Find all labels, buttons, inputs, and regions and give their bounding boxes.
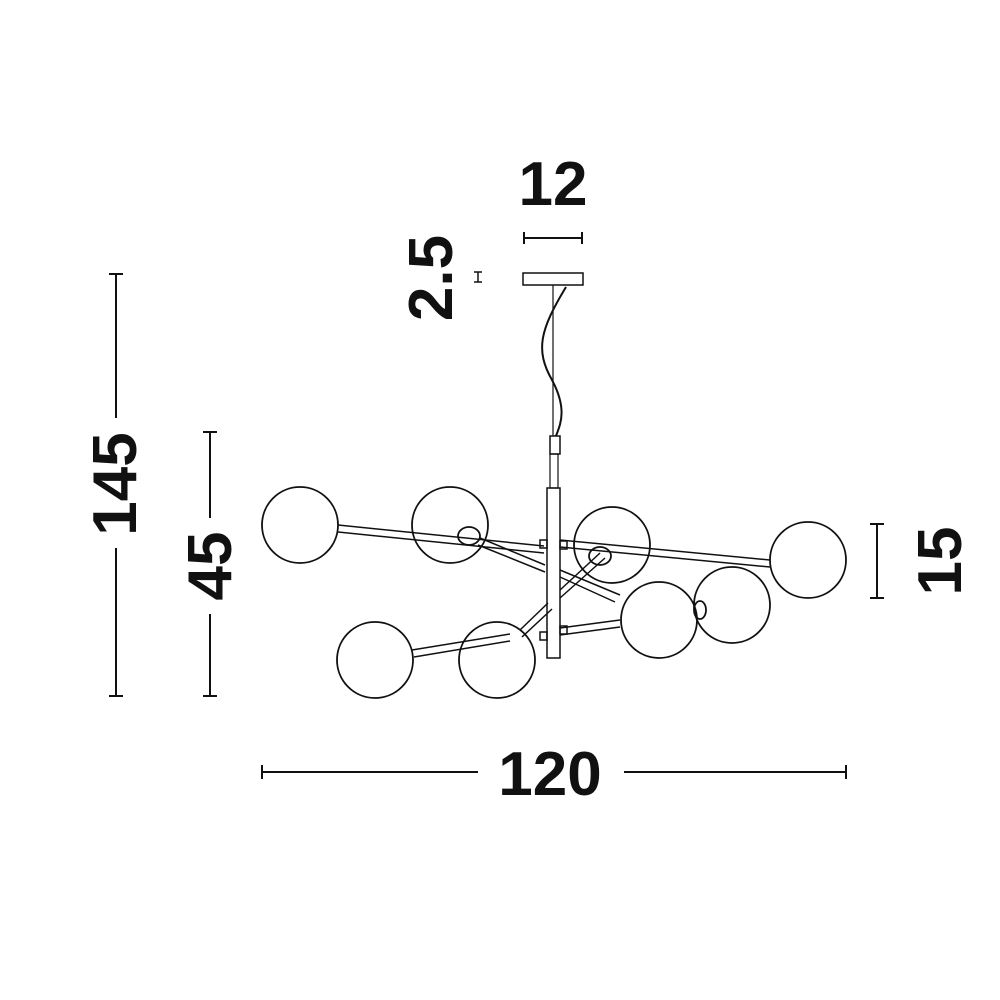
dim-line-body-height <box>203 431 217 697</box>
central-stem <box>546 487 561 659</box>
globes <box>261 486 847 699</box>
label-canopy-height: 2.5 <box>397 235 466 321</box>
globe-1 <box>261 486 339 564</box>
dim-line-overall-width <box>261 765 847 779</box>
arms <box>337 524 771 658</box>
globe-8 <box>458 621 536 699</box>
globe-4 <box>769 521 847 599</box>
label-globe-diameter: 15 <box>906 527 975 596</box>
ceiling-canopy <box>522 272 584 286</box>
label-overall-width: 120 <box>498 740 601 809</box>
dim-line-canopy-width <box>523 232 583 244</box>
label-canopy-width: 12 <box>519 150 588 219</box>
label-overall-height: 145 <box>81 432 150 535</box>
label-body-height: 45 <box>176 532 245 601</box>
globe-3 <box>573 506 651 584</box>
globe-6 <box>620 581 698 659</box>
dim-line-globe-diameter <box>870 523 884 599</box>
power-cable <box>541 286 567 437</box>
dim-line-canopy-height <box>474 271 482 283</box>
dim-line-overall-height <box>109 273 123 697</box>
globe-7 <box>336 621 414 699</box>
globe-2 <box>411 486 489 564</box>
